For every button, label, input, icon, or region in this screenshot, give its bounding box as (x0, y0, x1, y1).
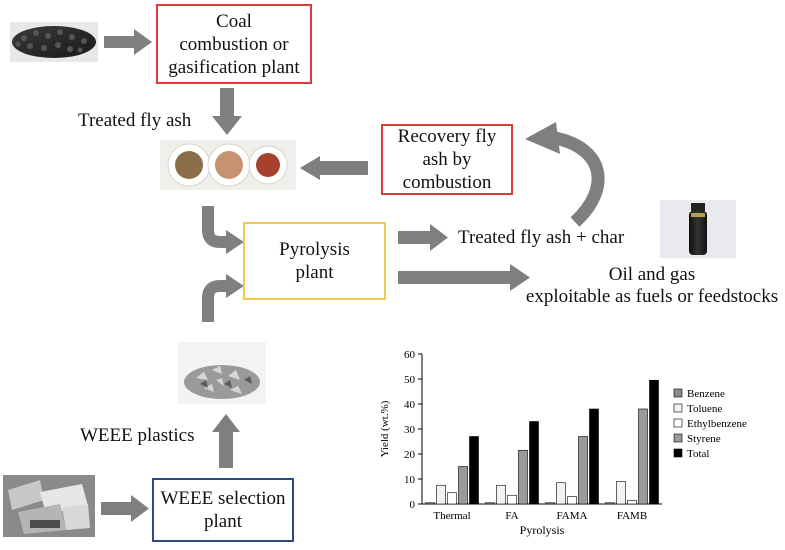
legend-label: Benzene (687, 388, 725, 400)
arrow-recovery-to-flyash (300, 156, 368, 180)
bar-ethylbenzene (507, 494, 517, 505)
bar-styrene (638, 408, 648, 505)
legend-swatch (673, 433, 683, 443)
category-label: Thermal (433, 510, 470, 522)
bar-styrene (578, 436, 588, 505)
bar-toluene (616, 481, 626, 505)
weee-selection-box: WEEE selection plant (152, 478, 294, 542)
y-tick-label: 60 (404, 349, 416, 361)
recovery-box: Recovery fly ash by combustion (381, 124, 513, 195)
bar-ethylbenzene (567, 496, 577, 505)
legend-swatch (673, 448, 683, 458)
y-tick-label: 50 (404, 374, 416, 386)
legend-label: Total (687, 448, 709, 460)
bar-benzene (605, 502, 615, 505)
treated-fly-ash-label: Treated fly ash (78, 110, 192, 131)
treated-fly-ash-char-label: Treated fly ash + char (458, 227, 625, 248)
arrow-plastics-to-pyrolysis (202, 274, 244, 322)
legend-label: Styrene (687, 433, 721, 445)
arrow-plant-to-flyash (212, 88, 242, 135)
weee-selection-label: WEEE selection plant (160, 488, 286, 532)
bar-total (649, 379, 659, 505)
bar-toluene (496, 484, 506, 505)
oil-bottle-photo (660, 200, 736, 258)
arrow-flyash-to-pyrolysis (202, 206, 244, 254)
arrow-pile-up (212, 414, 240, 468)
y-tick-label: 40 (404, 399, 416, 411)
legend-label: Ethylbenzene (687, 418, 747, 430)
y-tick-label: 30 (404, 424, 416, 436)
arrow-coal-to-plant (104, 29, 152, 55)
coal-photo (10, 22, 98, 62)
pyrolysis-label: Pyrolysis plant (279, 239, 350, 283)
pyrolysis-box: Pyrolysis plant (243, 222, 386, 300)
oil-and-gas-label: Oil and gas exploitable as fuels or feed… (525, 264, 779, 307)
coal-plant-box: Coal combustion or gasification plant (156, 4, 312, 84)
bar-styrene (458, 466, 468, 505)
bar-total (469, 436, 479, 505)
category-label: FA (505, 510, 518, 522)
coal-plant-label: Coal combustion or gasification plant (168, 10, 300, 78)
arrow-pyrolysis-to-char (398, 224, 448, 251)
bar-total (529, 421, 539, 505)
arrow-pyrolysis-to-oil (398, 264, 530, 291)
bar-toluene (436, 484, 446, 505)
legend-swatch (673, 388, 683, 398)
bar-benzene (545, 502, 555, 505)
bar-ethylbenzene (447, 492, 457, 505)
legend-swatch (673, 403, 683, 413)
arrow-scrap-to-selection (101, 495, 149, 522)
y-tick-label: 10 (404, 474, 416, 486)
bar-benzene (485, 502, 495, 505)
legend-label: Toluene (687, 403, 722, 415)
arrow-curved-return (525, 122, 605, 227)
y-tick-label: 0 (410, 499, 416, 511)
category-label: FAMB (617, 510, 647, 522)
y-tick-label: 20 (404, 449, 416, 461)
bar-total (589, 408, 599, 505)
category-label: FAMA (557, 510, 588, 522)
x-axis-label: Pyrolysis (520, 523, 565, 537)
recovery-label: Recovery fly ash by combustion (397, 126, 497, 193)
weee-plastics-label: WEEE plastics (80, 425, 195, 446)
weee-scrap-photo (3, 475, 95, 537)
bar-toluene (556, 482, 566, 505)
bar-benzene (425, 502, 435, 505)
bar-ethylbenzene (627, 499, 637, 505)
fly-ash-bowls-photo (160, 140, 296, 190)
legend-swatch (673, 418, 683, 428)
weee-plastics-pile-photo (178, 342, 266, 404)
y-axis-label: Yield (wt.%) (379, 400, 391, 457)
bar-styrene (518, 449, 528, 505)
